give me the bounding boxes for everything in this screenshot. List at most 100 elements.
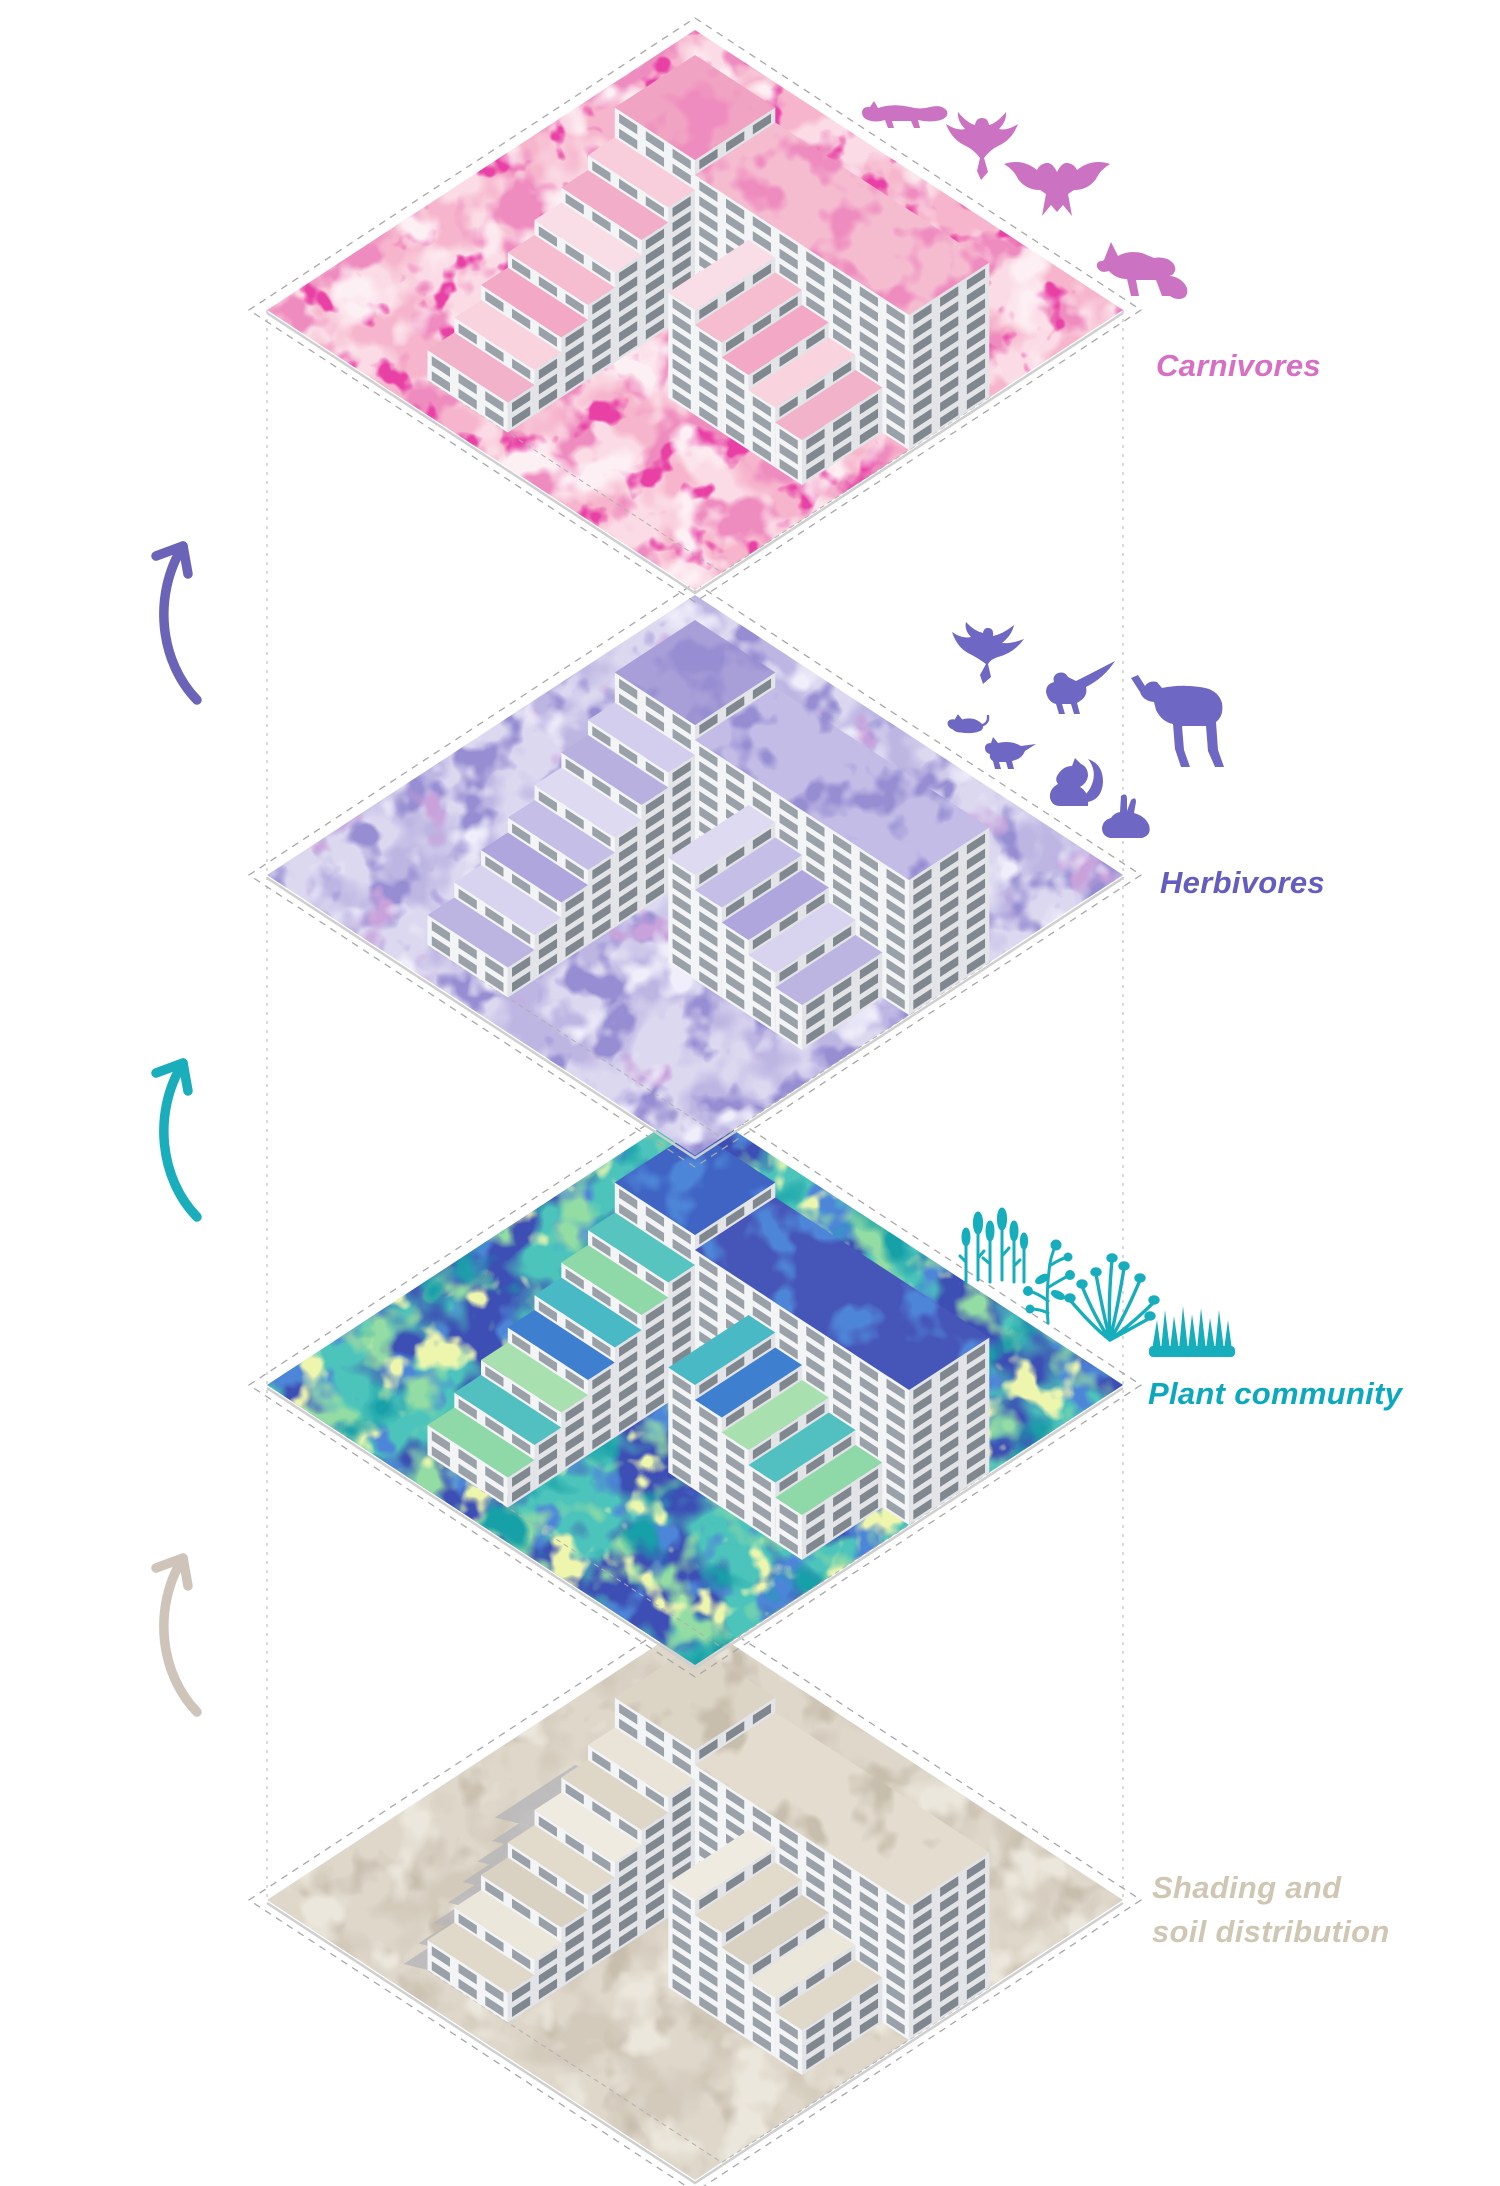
facade — [668, 1367, 696, 1490]
arrow-up-to-plant-community-icon — [151, 1553, 202, 1717]
facade — [641, 1812, 669, 1935]
terrace — [775, 370, 883, 440]
facade — [588, 852, 615, 945]
facade — [695, 1915, 722, 2023]
facade — [775, 422, 803, 485]
facade — [721, 922, 749, 1015]
terrace — [561, 1760, 669, 1830]
terrace — [427, 332, 535, 403]
terrace — [561, 1245, 669, 1315]
facade — [721, 1432, 749, 1525]
terrace — [534, 1277, 642, 1348]
terrace — [588, 1212, 695, 1283]
terrace — [695, 1347, 802, 1418]
terrace — [775, 935, 883, 1005]
facade — [909, 262, 990, 450]
terrace — [668, 1830, 776, 1900]
terrace — [481, 1342, 588, 1413]
facade — [695, 1400, 722, 1508]
dove-icon — [952, 622, 1024, 684]
terrace — [534, 1792, 642, 1863]
squirrel-icon — [1049, 758, 1103, 806]
grass-tuft-icon — [1149, 1306, 1235, 1357]
terrace — [721, 1895, 829, 1965]
terrace — [588, 1727, 695, 1798]
shrub-icon — [1064, 1253, 1160, 1342]
facade — [614, 820, 642, 928]
facade — [802, 387, 883, 485]
terrace — [454, 1890, 562, 1960]
terrace — [427, 1922, 535, 1993]
terrace — [481, 1857, 588, 1928]
facade — [427, 1940, 508, 2023]
shading-building — [403, 1645, 990, 2075]
plane-edge — [266, 876, 1124, 1160]
facade — [561, 320, 588, 398]
facade — [748, 955, 776, 1033]
facade — [561, 1910, 588, 1988]
facade — [427, 350, 508, 433]
terrace — [507, 235, 615, 305]
flow-arrows — [151, 541, 202, 1717]
terrace — [534, 767, 642, 838]
plane-dashed-outline — [247, 582, 1143, 1168]
fox-icon — [1096, 242, 1188, 299]
facade — [561, 1395, 588, 1473]
terrace — [507, 1310, 615, 1380]
facade — [507, 950, 535, 998]
plant-silhouettes — [958, 1207, 1235, 1357]
terrace — [588, 137, 695, 208]
facade — [641, 1297, 669, 1420]
terrace — [561, 735, 669, 805]
facade — [588, 287, 615, 380]
facade — [775, 2012, 803, 2075]
plane-dashed-outline — [247, 1092, 1143, 1678]
facade — [534, 1942, 562, 2005]
rabbit-icon — [1102, 794, 1150, 838]
facade — [614, 1330, 642, 1438]
terrace — [668, 1315, 776, 1385]
plane-dashed-outline — [247, 17, 1143, 603]
facade — [668, 857, 696, 980]
facade — [695, 890, 722, 998]
terrace — [748, 337, 856, 408]
carnivore-silhouettes — [862, 101, 1188, 299]
facade — [534, 917, 562, 980]
terrace — [454, 865, 562, 935]
facade — [534, 1427, 562, 1490]
facade — [614, 255, 642, 363]
terrace — [721, 1380, 829, 1450]
plane-edge — [266, 1386, 1124, 1670]
terrace — [775, 1960, 883, 2030]
arrow-up-to-carnivores-icon — [151, 541, 202, 705]
terrace — [481, 832, 588, 903]
terrace — [748, 1927, 856, 1998]
facade — [802, 1977, 883, 2075]
terrace — [561, 170, 669, 240]
facade — [668, 1882, 696, 2005]
facade — [909, 1852, 990, 2040]
facade — [641, 222, 669, 345]
terrace — [507, 800, 615, 870]
facade — [427, 1425, 508, 1508]
facade — [721, 1947, 749, 2040]
arrow-up-to-herbivores-icon — [151, 1058, 202, 1222]
terrace — [721, 870, 829, 940]
plant-community-label: Plant community — [1148, 1376, 1404, 1411]
facade — [748, 390, 776, 468]
pheasant-icon — [1046, 661, 1115, 714]
facade — [588, 1362, 615, 1455]
terrace — [454, 300, 562, 370]
plane-dashed-outline — [247, 1607, 1143, 2186]
facade — [748, 1980, 776, 2058]
facade — [802, 952, 883, 1050]
layer-herbivores: Herbivores — [247, 582, 1325, 1168]
facade — [534, 352, 562, 415]
facade — [748, 1465, 776, 1543]
terrace — [775, 1445, 883, 1515]
facade — [909, 1337, 990, 1525]
terrace — [748, 902, 856, 973]
lavender-icon — [958, 1207, 1029, 1284]
terrace — [454, 1375, 562, 1445]
